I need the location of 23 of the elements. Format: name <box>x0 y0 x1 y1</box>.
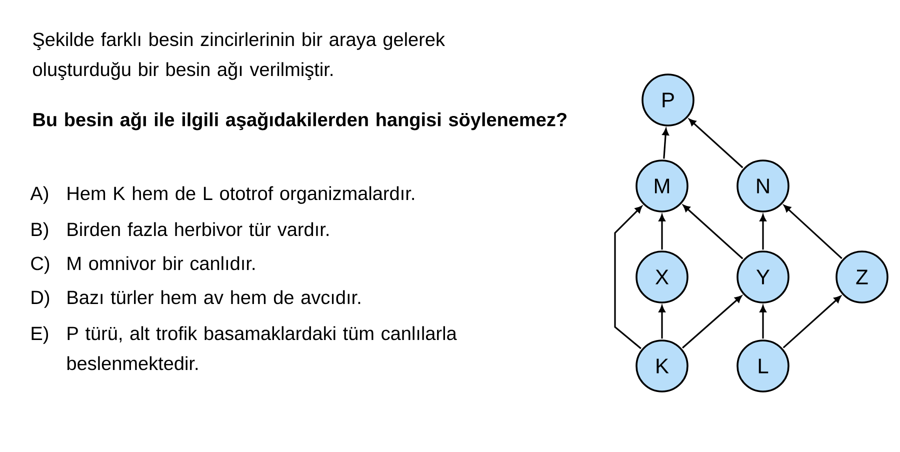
arrow <box>658 305 666 339</box>
arrow <box>614 206 642 350</box>
arrow <box>760 214 766 250</box>
arrow <box>662 128 669 159</box>
option-text: Hem K hem de L ototrof organizmalardır. <box>68 186 414 204</box>
arrow <box>784 204 842 260</box>
option-letter: A) <box>30 186 48 204</box>
option-text: M omnivor bir canlıdır. <box>68 256 254 270</box>
option-letter: D) <box>32 290 50 308</box>
arrow <box>658 214 666 250</box>
option-letter: C) <box>31 256 50 274</box>
option-text: Birden fazla herbivor tür vardır. <box>68 222 328 236</box>
arrow <box>782 296 842 348</box>
option-letter: B) <box>32 222 48 240</box>
option-text: Bazı türler hem av hem de avcıdır. <box>68 290 360 304</box>
option-text: P türü, alt trofik basamaklardaki tüm canlılarla beslenmektedir. <box>67 326 457 370</box>
arrow <box>760 305 766 339</box>
question-text: Bu besin ağı ile ilgili aşağıdakilerden hangisi söylenemez? <box>33 112 566 130</box>
arrow <box>682 296 742 348</box>
intro-text: Şekilde farklı besin zincirlerinin bir araya gelerek oluşturduğu bir besin ağı verilmiştir. <box>33 32 446 80</box>
arrow <box>682 204 744 260</box>
option-letter: E) <box>32 326 48 344</box>
arrow <box>688 118 744 168</box>
